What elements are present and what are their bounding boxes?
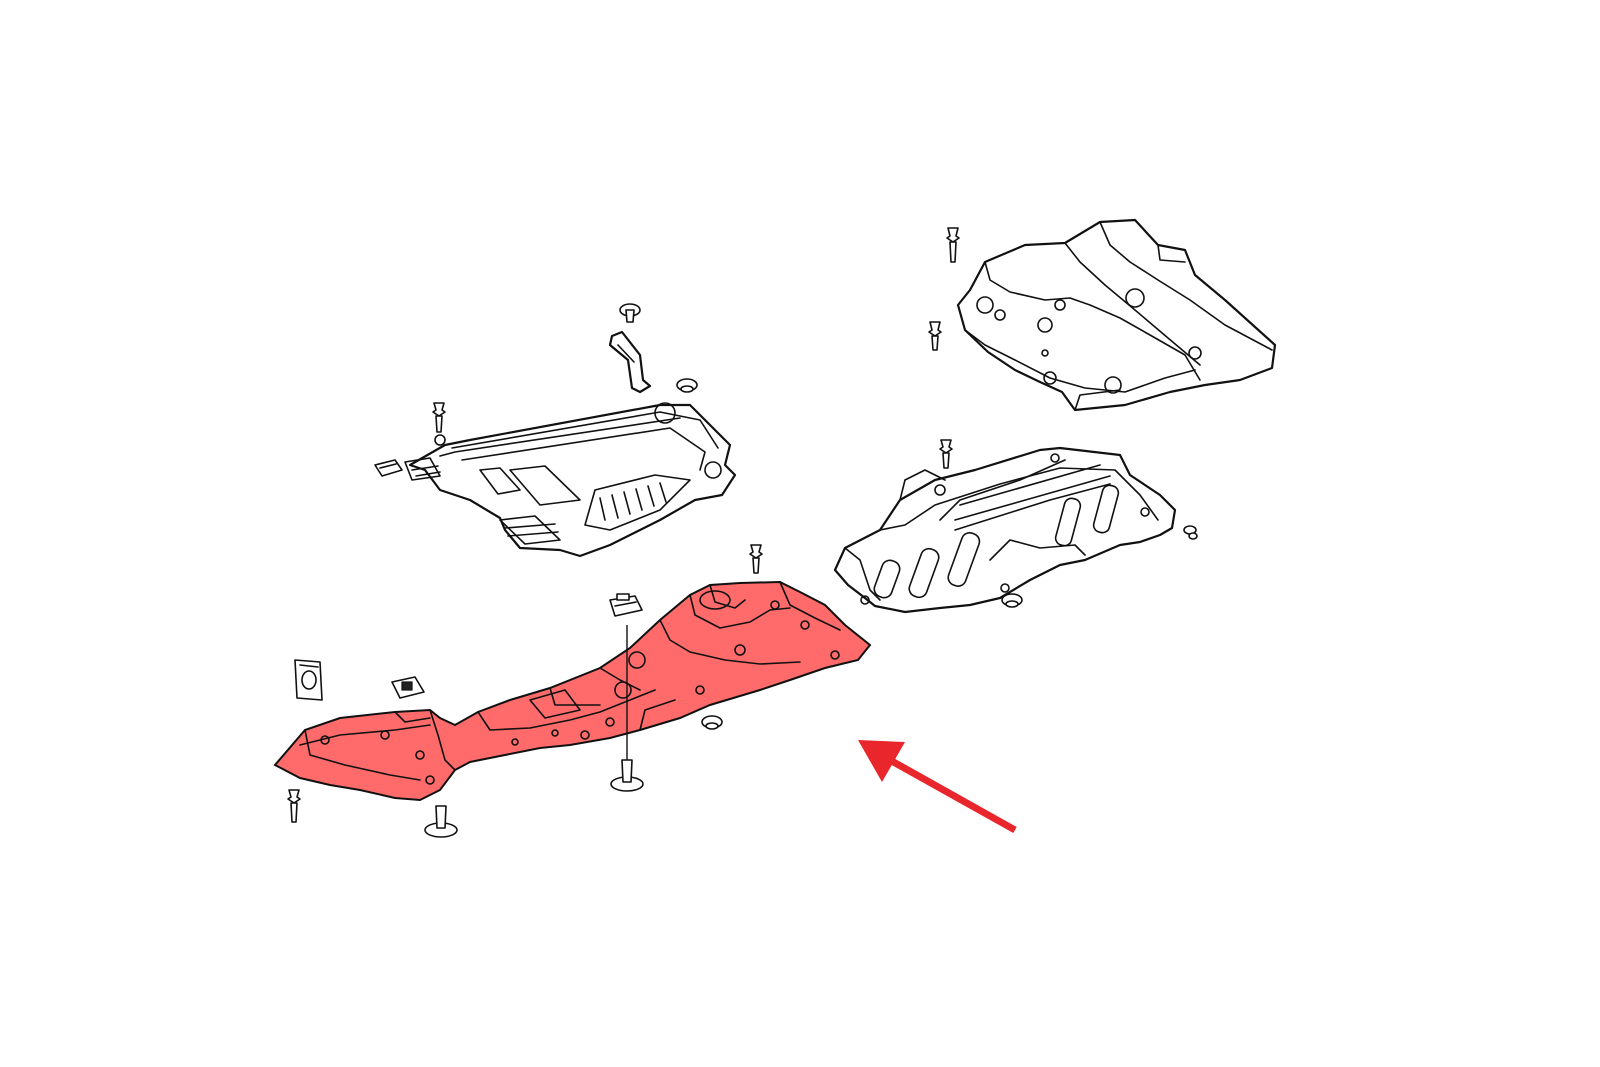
nut-icon [701, 715, 723, 730]
clip-icon [609, 593, 643, 617]
rear-tank-cover-panel [956, 218, 1277, 412]
nut-icon [619, 303, 641, 323]
highlighted-side-undercover-panel [273, 580, 872, 802]
clip-icon [374, 459, 403, 477]
clip-icon [294, 659, 323, 701]
screw-icon [749, 544, 763, 574]
bolt-icon [424, 805, 458, 838]
screw-icon [928, 321, 942, 351]
front-undercover-panel [404, 402, 737, 558]
screw-icon [939, 439, 953, 469]
mounting-bracket [608, 330, 652, 394]
center-floor-shield-panel [833, 446, 1177, 614]
nut-icon [1001, 593, 1023, 608]
bolt-icon [610, 625, 644, 792]
screw-icon [287, 789, 301, 823]
screw-icon [946, 227, 960, 263]
clip-icon [391, 676, 425, 699]
arrow-icon [858, 740, 1017, 834]
screw-icon [432, 402, 446, 433]
nut-icon [676, 378, 698, 393]
nut-icon [1183, 525, 1198, 540]
